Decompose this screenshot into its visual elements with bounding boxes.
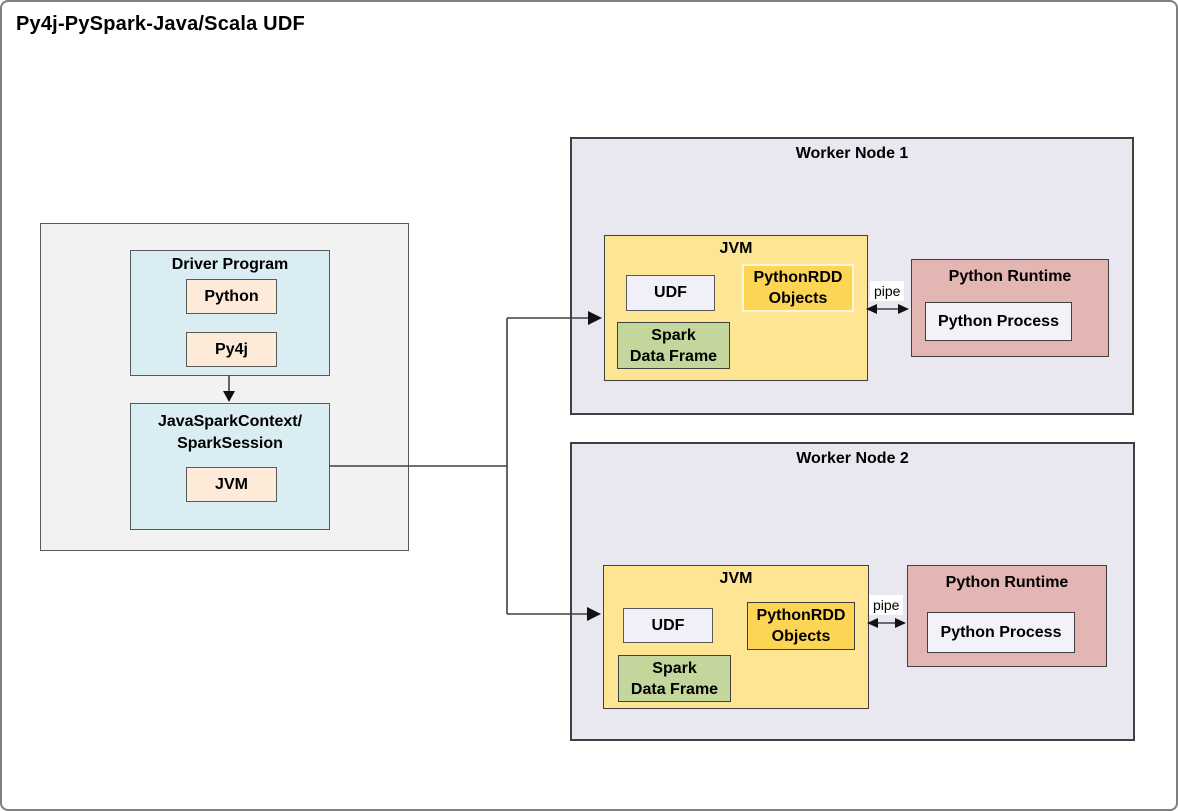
worker2-pythonrdd-box: PythonRDD Objects — [747, 602, 855, 650]
worker2-udf-box: UDF — [623, 608, 713, 643]
worker2-pipe-label: pipe — [869, 595, 904, 615]
worker1-pythonrdd-line1: PythonRDD — [753, 269, 843, 286]
worker1-python-runtime-box: Python Runtime Python Process — [911, 259, 1109, 357]
driver-container-box: Driver Program Python Py4j JavaSparkCont… — [40, 223, 409, 551]
python-box: Python — [186, 279, 277, 314]
python-label: Python — [204, 287, 259, 305]
worker2-udf-label: UDF — [651, 616, 685, 634]
worker1-python-process-box: Python Process — [925, 302, 1072, 341]
py4j-box: Py4j — [186, 332, 277, 367]
java-spark-context-box: JavaSparkContext/ SparkSession JVM — [130, 403, 330, 530]
worker1-pythonrdd-box: PythonRDD Objects — [742, 264, 854, 312]
java-spark-context-title-line2: SparkSession — [177, 435, 283, 452]
java-spark-context-title-line1: JavaSparkContext/ — [157, 413, 303, 430]
worker-node-1-title: Worker Node 1 — [795, 145, 909, 162]
worker1-spark-line2: Data Frame — [629, 347, 718, 365]
worker1-udf-label: UDF — [654, 284, 687, 301]
worker-node-2-box: Worker Node 2 JVM UDF PythonRDD Objects … — [570, 442, 1135, 741]
java-spark-context-title: JavaSparkContext/ SparkSession — [131, 411, 329, 455]
driver-program-title: Driver Program — [171, 256, 289, 273]
worker2-pythonrdd-line2: Objects — [771, 628, 831, 645]
worker1-udf-box: UDF — [626, 275, 715, 311]
worker1-jvm-title: JVM — [719, 240, 753, 257]
worker1-spark-line1: Spark — [651, 326, 696, 344]
worker2-spark-line2: Data Frame — [630, 680, 719, 698]
driver-program-box: Driver Program Python Py4j — [130, 250, 330, 376]
worker2-pythonrdd-line1: PythonRDD — [756, 607, 846, 624]
py4j-label: Py4j — [215, 340, 248, 358]
worker2-spark-line1: Spark — [652, 659, 697, 677]
worker2-spark-dataframe-box: Spark Data Frame — [618, 655, 731, 702]
diagram-title: Py4j-PySpark-Java/Scala UDF — [16, 13, 305, 35]
worker-node-2-title: Worker Node 2 — [796, 450, 909, 467]
worker1-jvm-box: JVM UDF PythonRDD Objects Spark Data Fra… — [604, 235, 868, 381]
worker2-python-runtime-box: Python Runtime Python Process — [907, 565, 1107, 667]
worker1-pythonrdd-line2: Objects — [768, 290, 828, 307]
worker2-python-process-box: Python Process — [927, 612, 1075, 653]
worker2-python-runtime-title: Python Runtime — [945, 574, 1069, 591]
worker1-spark-dataframe-box: Spark Data Frame — [617, 322, 730, 369]
worker1-python-process-label: Python Process — [938, 312, 1059, 330]
worker1-python-runtime-title: Python Runtime — [948, 268, 1072, 285]
driver-jvm-box: JVM — [186, 467, 277, 502]
worker1-pipe-label: pipe — [870, 281, 905, 301]
worker2-python-process-label: Python Process — [940, 623, 1062, 641]
worker-node-1-box: Worker Node 1 JVM UDF PythonRDD Objects … — [570, 137, 1134, 415]
worker2-jvm-title: JVM — [719, 570, 753, 587]
driver-jvm-label: JVM — [215, 475, 248, 493]
worker2-jvm-box: JVM UDF PythonRDD Objects Spark Data Fra… — [603, 565, 869, 709]
